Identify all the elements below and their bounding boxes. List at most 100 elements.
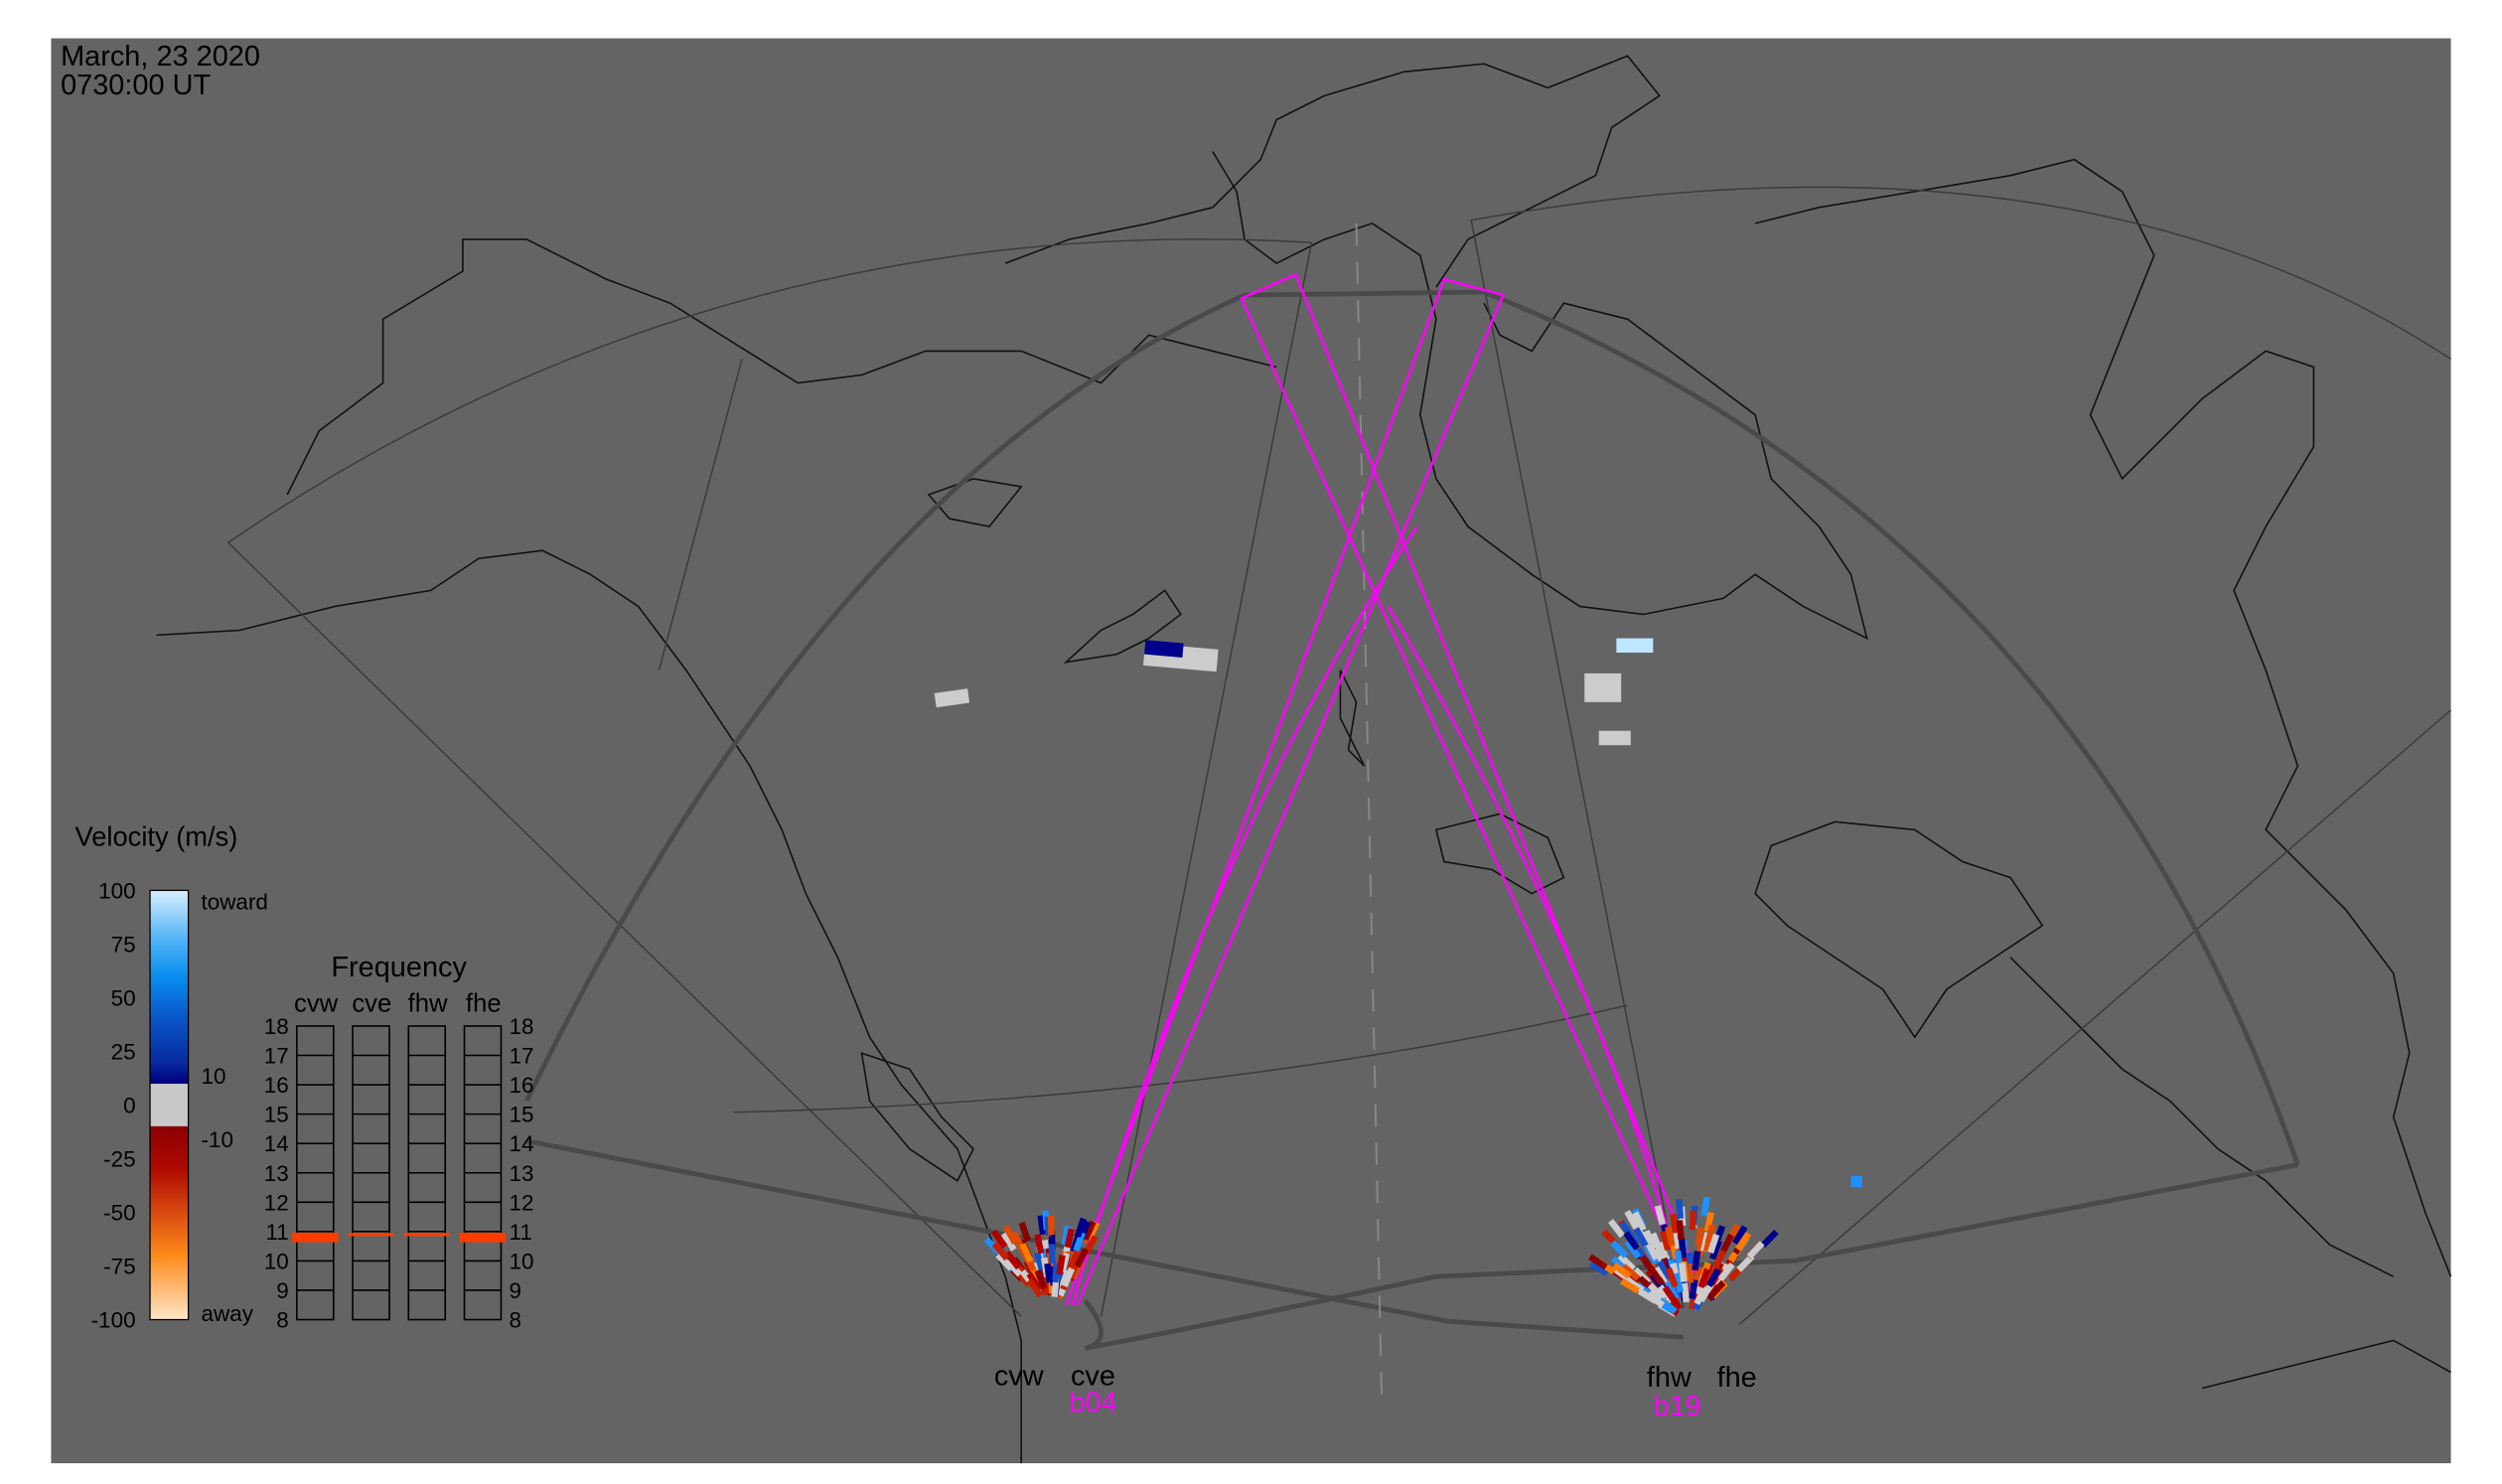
frequency-tick-right: 18 bbox=[510, 1014, 534, 1039]
echo-cell bbox=[1681, 1282, 1690, 1303]
frequency-radar-label-cve: cve bbox=[352, 989, 391, 1017]
frequency-mark-fhe bbox=[459, 1232, 507, 1243]
echo-cell bbox=[1624, 1210, 1640, 1231]
echo-cell bbox=[1670, 1213, 1680, 1234]
echo-cell bbox=[1061, 1266, 1076, 1288]
echo-cell bbox=[1074, 1248, 1090, 1268]
echo-cell bbox=[1760, 1229, 1779, 1249]
echo-cell bbox=[1662, 1285, 1679, 1305]
echo-cell bbox=[1018, 1221, 1032, 1243]
echo-cell bbox=[1676, 1199, 1685, 1219]
station-label-cvw: cvw bbox=[994, 1360, 1044, 1392]
echo-cell bbox=[1612, 1261, 1632, 1279]
echo-cell bbox=[1676, 1220, 1685, 1240]
echo-cell bbox=[1083, 1235, 1099, 1256]
echo-cell bbox=[1689, 1210, 1696, 1231]
echo-cell bbox=[1624, 1276, 1645, 1293]
echo-cell bbox=[1624, 1240, 1642, 1260]
frequency-radar-label-fhw: fhw bbox=[408, 989, 448, 1017]
frequency-tick-left: 16 bbox=[264, 1073, 289, 1098]
velocity-tick-label: -100 bbox=[91, 1308, 136, 1333]
echo-cell bbox=[1673, 1272, 1685, 1293]
echo-cell bbox=[1643, 1230, 1658, 1251]
echo-cell bbox=[990, 1229, 1008, 1250]
velocity-tick-label: 100 bbox=[98, 878, 136, 903]
frequency-tick-right: 9 bbox=[510, 1278, 522, 1303]
echo-cell bbox=[1617, 1253, 1637, 1271]
echo-cell bbox=[1650, 1232, 1664, 1253]
velocity-legend-title: Velocity (m/s) bbox=[75, 820, 238, 851]
radar-fans bbox=[983, 1196, 1779, 1317]
frequency-mark-cvw bbox=[292, 1232, 339, 1243]
velocity-tick-label: -50 bbox=[103, 1201, 136, 1226]
echo-cell bbox=[1064, 1228, 1076, 1249]
frequency-mark-cve bbox=[348, 1233, 394, 1237]
echo-cell bbox=[1707, 1280, 1726, 1299]
echo-cell bbox=[1026, 1278, 1044, 1298]
away-label: away bbox=[201, 1301, 253, 1326]
velocity-colorbar bbox=[149, 889, 190, 1321]
echo-cell bbox=[1665, 1266, 1679, 1288]
beam-label-b04: b04 bbox=[1069, 1388, 1116, 1419]
frequency-tick-right: 17 bbox=[510, 1044, 534, 1069]
echo-cell bbox=[1653, 1265, 1669, 1286]
frequency-tick-right: 15 bbox=[510, 1103, 534, 1127]
station-label-cve: cve bbox=[1071, 1360, 1115, 1392]
frequency-tick-right: 8 bbox=[510, 1308, 522, 1333]
echo-cell bbox=[1700, 1196, 1710, 1217]
echo-cell bbox=[1707, 1233, 1720, 1255]
echo-cell bbox=[1633, 1227, 1649, 1248]
frequency-tick-right: 10 bbox=[510, 1249, 534, 1273]
frequency-tick-left: 14 bbox=[264, 1131, 289, 1156]
echo-cell bbox=[1588, 1261, 1609, 1276]
echo-cell bbox=[1588, 1254, 1608, 1270]
velocity-tick-label: 75 bbox=[111, 932, 136, 957]
frequency-tick-left: 17 bbox=[264, 1044, 289, 1069]
echo-cell bbox=[1034, 1234, 1045, 1255]
frequency-tick-left: 11 bbox=[265, 1220, 288, 1245]
frequency-tick-right: 11 bbox=[510, 1220, 532, 1245]
frequency-tick-left: 10 bbox=[264, 1249, 289, 1273]
echo-cell bbox=[1664, 1279, 1680, 1300]
echo-cell bbox=[1639, 1255, 1657, 1274]
echo-cell bbox=[1688, 1289, 1700, 1310]
frequency-tick-left: 13 bbox=[264, 1161, 289, 1186]
echo-cell bbox=[1082, 1220, 1097, 1241]
echo-cell bbox=[1679, 1262, 1688, 1282]
echo-cell bbox=[1719, 1233, 1734, 1254]
echo-cell bbox=[1657, 1260, 1672, 1280]
echo-cell bbox=[1734, 1232, 1752, 1252]
echo-cell bbox=[1645, 1291, 1666, 1308]
echo-cell bbox=[1717, 1261, 1735, 1282]
frequency-tick-right: 16 bbox=[510, 1073, 534, 1098]
frequency-radar-label-cvw: cvw bbox=[294, 989, 339, 1017]
echo-cell bbox=[1000, 1232, 1017, 1252]
echo-cell bbox=[1697, 1267, 1711, 1288]
echo-cell bbox=[1019, 1243, 1034, 1263]
echo-cell bbox=[1608, 1219, 1625, 1239]
velocity-tick-label: 25 bbox=[111, 1039, 136, 1064]
echo-cell bbox=[1034, 1268, 1048, 1290]
frequency-tick-left: 9 bbox=[276, 1278, 289, 1303]
station-label-fhw: fhw bbox=[1647, 1362, 1692, 1394]
frequency-mark-fhw bbox=[403, 1233, 451, 1237]
frequency-tick-left: 18 bbox=[264, 1014, 289, 1039]
echo-cell bbox=[1746, 1241, 1765, 1260]
echo-cell bbox=[1659, 1230, 1672, 1252]
echo-cell bbox=[1654, 1205, 1666, 1226]
beam-label-b19: b19 bbox=[1653, 1391, 1700, 1422]
velocity-tick-label: -25 bbox=[103, 1147, 136, 1172]
frequency-tick-left: 8 bbox=[276, 1308, 289, 1333]
echo-cell bbox=[991, 1242, 1010, 1261]
frequency-title: Frequency bbox=[331, 952, 467, 983]
date-label: March, 23 2020 bbox=[61, 41, 260, 73]
echo-cells bbox=[934, 638, 1862, 1188]
velocity-tick-label: -75 bbox=[103, 1255, 136, 1279]
velocity-tick-label: 0 bbox=[123, 1094, 136, 1118]
echo-cell bbox=[1623, 1231, 1640, 1251]
echo-cell bbox=[1709, 1240, 1722, 1261]
echo-cell bbox=[1004, 1258, 1023, 1277]
